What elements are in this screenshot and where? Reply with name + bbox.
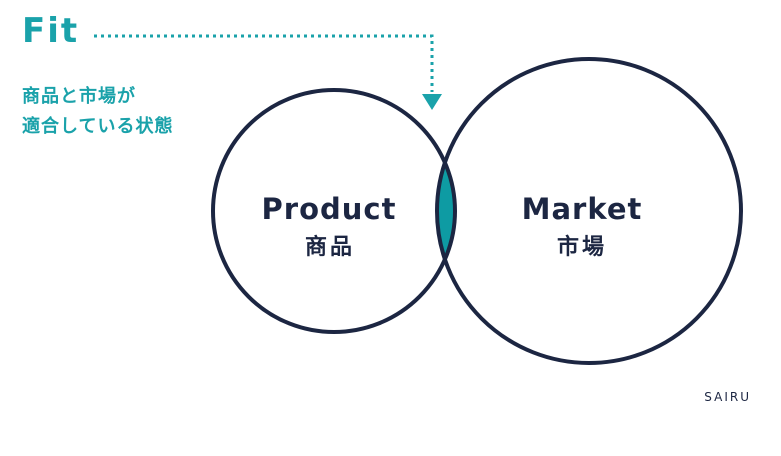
brand-logo-text: SAIRU xyxy=(704,390,751,404)
market-label-en: Market xyxy=(521,192,643,226)
fit-arrow-icon xyxy=(422,94,442,110)
fit-connector-line xyxy=(94,34,434,92)
fit-description: 商品と市場が 適合している状態 xyxy=(22,82,173,142)
fit-title: Fit xyxy=(22,11,80,51)
product-label-ja: 商品 xyxy=(304,235,356,260)
market-label-ja: 市場 xyxy=(556,235,608,260)
fit-description-line-1: 商品と市場が xyxy=(22,86,136,107)
product-label-en: Product xyxy=(261,192,397,226)
market-circle xyxy=(435,57,743,365)
product-circle xyxy=(211,88,457,334)
fit-description-line-2: 適合している状態 xyxy=(22,116,174,137)
